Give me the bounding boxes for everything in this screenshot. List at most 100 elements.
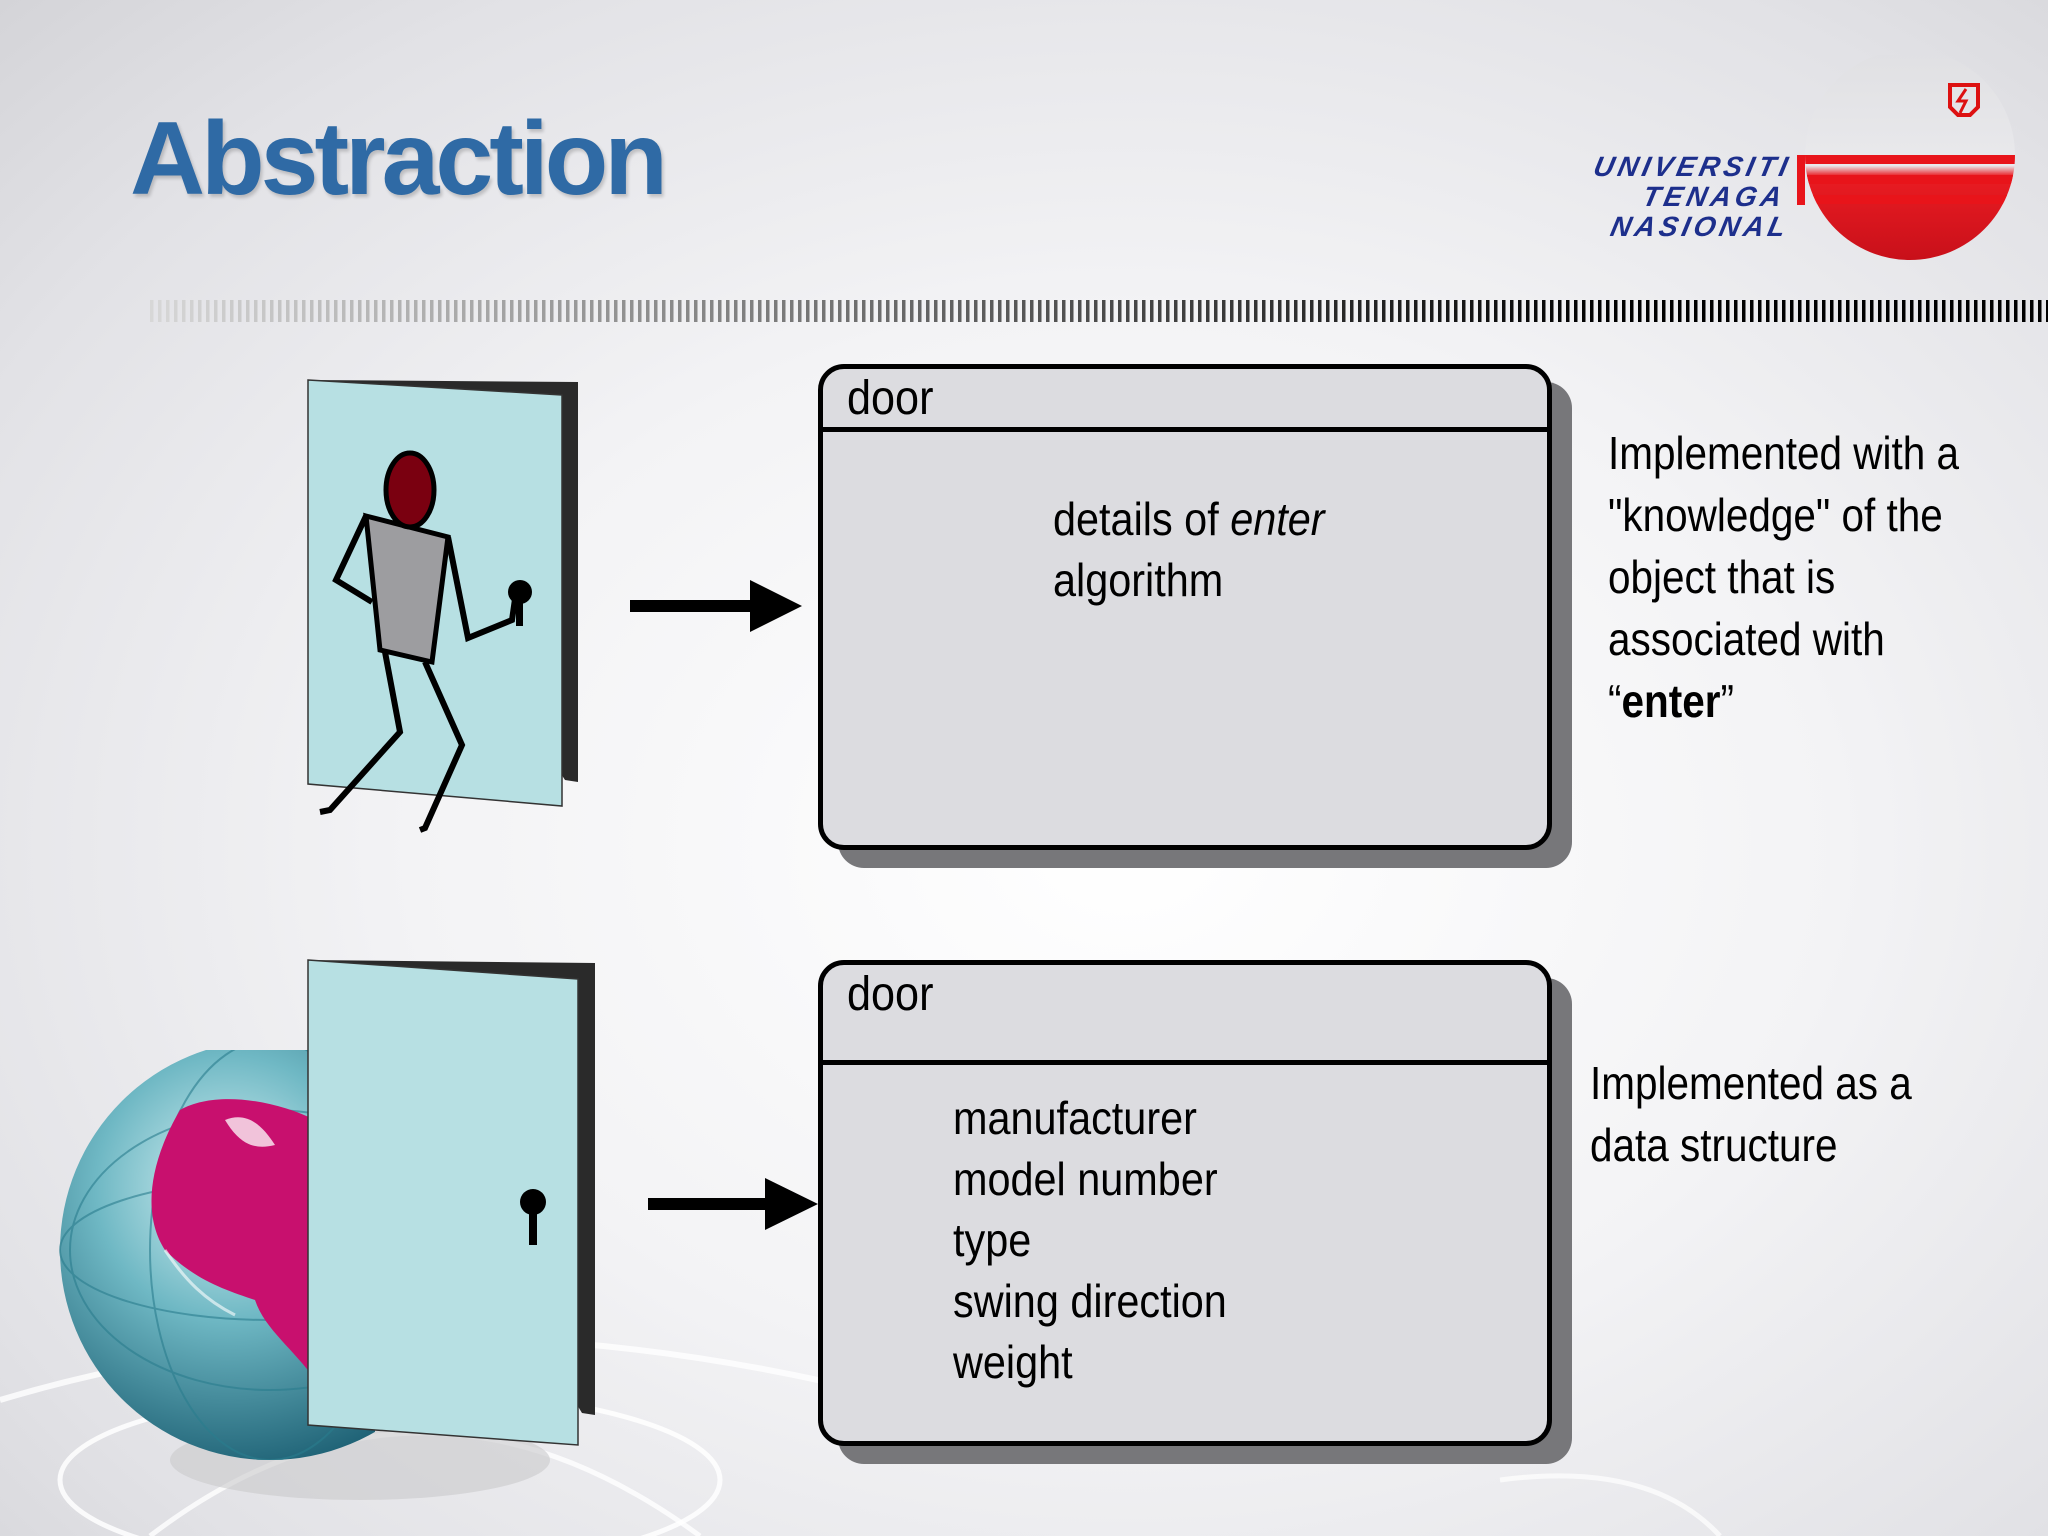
divider-tick: [726, 300, 730, 322]
divider-tick: [542, 300, 546, 322]
divider-tick: [1830, 300, 1834, 322]
divider-tick: [822, 300, 826, 322]
divider-tick: [374, 300, 378, 322]
divider-tick: [1902, 300, 1906, 322]
divider-tick: [342, 300, 346, 322]
divider-tick: [1646, 300, 1650, 322]
divider-tick: [1950, 300, 1954, 322]
divider-tick: [1638, 300, 1642, 322]
divider-tick: [638, 300, 642, 322]
divider-tick: [998, 300, 1002, 322]
note-behavior: Implemented with a "knowledge" of the ob…: [1608, 422, 1959, 732]
door-class-box-data: door manufacturer model number type swin…: [818, 960, 1552, 1446]
divider-tick: [1958, 300, 1962, 322]
divider-tick: [1086, 300, 1090, 322]
divider-tick: [1158, 300, 1162, 322]
divider-tick: [806, 300, 810, 322]
divider-tick: [1246, 300, 1250, 322]
divider-tick: [1942, 300, 1946, 322]
divider-tick: [1134, 300, 1138, 322]
divider-tick: [1854, 300, 1858, 322]
divider-tick: [1910, 300, 1914, 322]
divider-tick: [238, 300, 242, 322]
divider-tick: [686, 300, 690, 322]
divider-tick: [1166, 300, 1170, 322]
divider-tick: [1590, 300, 1594, 322]
divider-tick: [182, 300, 186, 322]
divider-tick: [1974, 300, 1978, 322]
divider-tick: [1198, 300, 1202, 322]
divider-tick: [1382, 300, 1386, 322]
divider-tick: [1766, 300, 1770, 322]
divider-tick: [430, 300, 434, 322]
door-with-person-illustration: [307, 379, 578, 833]
logo-emblem: [1797, 55, 2015, 260]
divider-tick: [550, 300, 554, 322]
divider-tick: [2022, 300, 2026, 322]
divider-tick: [510, 300, 514, 322]
divider-tick: [174, 300, 178, 322]
divider-tick: [1926, 300, 1930, 322]
divider-tick: [398, 300, 402, 322]
divider-tick: [1550, 300, 1554, 322]
divider-tick: [214, 300, 218, 322]
divider-tick: [1798, 300, 1802, 322]
divider-tick: [382, 300, 386, 322]
divider-tick: [358, 300, 362, 322]
divider-tick: [1070, 300, 1074, 322]
divider-tick: [662, 300, 666, 322]
divider-tick: [422, 300, 426, 322]
slide-title: Abstraction: [130, 101, 668, 217]
divider-tick: [886, 300, 890, 322]
divider-tick: [942, 300, 946, 322]
attribute-list: manufacturer model number type swing dir…: [953, 1088, 1227, 1393]
divider-tick: [486, 300, 490, 322]
divider-tick: [742, 300, 746, 322]
divider-tick: [1190, 300, 1194, 322]
divider-tick: [1014, 300, 1018, 322]
note-line-5: “enter”: [1608, 675, 1734, 727]
divider-tick: [446, 300, 450, 322]
divider-tick: [606, 300, 610, 322]
divider-tick: [438, 300, 442, 322]
divider-tick: [702, 300, 706, 322]
divider-tick: [1622, 300, 1626, 322]
divider-tick: [262, 300, 266, 322]
divider-tick: [1038, 300, 1042, 322]
divider-tick: [678, 300, 682, 322]
divider-tick: [1654, 300, 1658, 322]
divider-tick: [470, 300, 474, 322]
divider-tick: [286, 300, 290, 322]
divider-tick: [918, 300, 922, 322]
divider-tick: [1174, 300, 1178, 322]
arrow-right-icon: [630, 580, 802, 632]
divider-tick: [390, 300, 394, 322]
divider-tick: [406, 300, 410, 322]
divider-tick: [1214, 300, 1218, 322]
note-line-1: Implemented as a: [1590, 1057, 1912, 1109]
box-divider: [823, 1060, 1547, 1065]
divider-tick: [654, 300, 658, 322]
divider-tick: [1686, 300, 1690, 322]
divider-tick: [750, 300, 754, 322]
divider-tick: [1310, 300, 1314, 322]
divider-tick: [694, 300, 698, 322]
divider-tick: [774, 300, 778, 322]
divider-tick: [1286, 300, 1290, 322]
divider-tick: [862, 300, 866, 322]
divider-tick: [222, 300, 226, 322]
divider-tick: [526, 300, 530, 322]
note-line-2: "knowledge" of the: [1608, 489, 1943, 541]
divider-tick: [1342, 300, 1346, 322]
divider-tick: [366, 300, 370, 322]
divider-tick: [198, 300, 202, 322]
divider-tick: [1206, 300, 1210, 322]
divider-tick: [894, 300, 898, 322]
divider-tick: [646, 300, 650, 322]
divider-tick: [1662, 300, 1666, 322]
divider-tick: [1318, 300, 1322, 322]
door-class-box-behavior: door details of enter algorithm: [818, 364, 1552, 850]
divider-tick: [1030, 300, 1034, 322]
divider-tick: [1846, 300, 1850, 322]
divider-tick: [254, 300, 258, 322]
